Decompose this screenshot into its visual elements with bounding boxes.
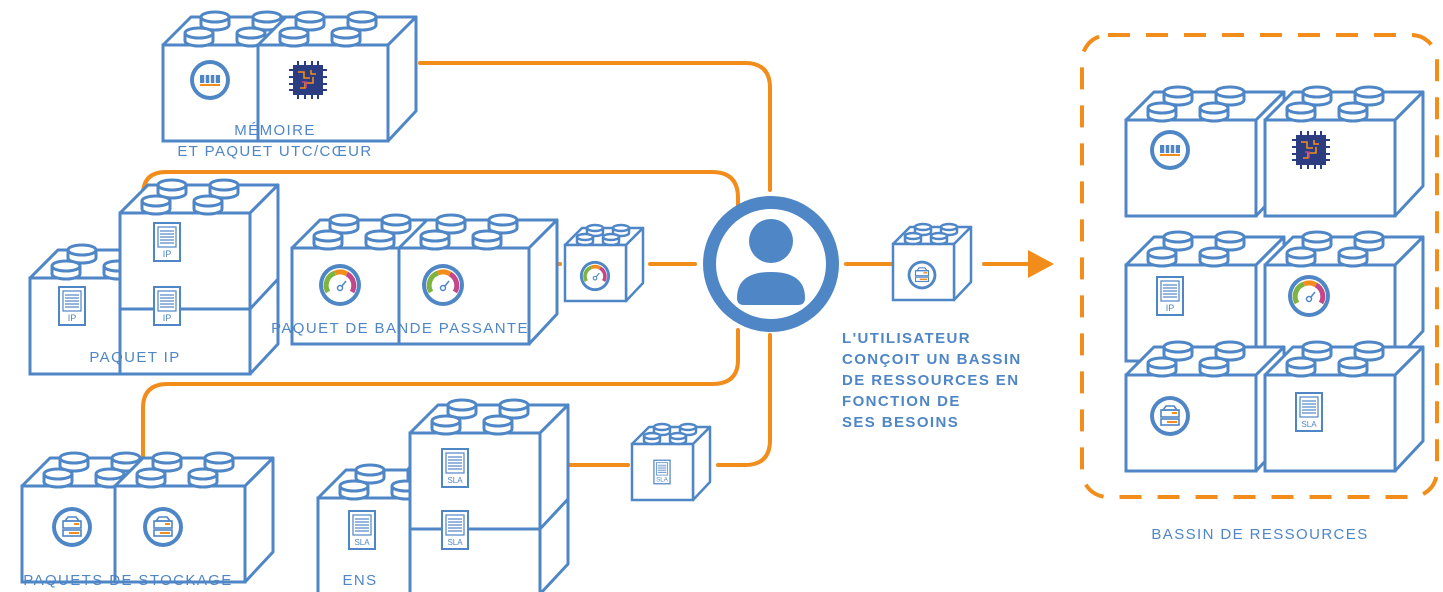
storage-icon xyxy=(51,506,93,548)
ip-doc-icon: IP xyxy=(153,286,181,326)
gauge-icon xyxy=(1288,275,1330,317)
ip-text: IP xyxy=(163,313,172,323)
svg-text:SLA: SLA xyxy=(447,538,463,547)
storage-icon xyxy=(1149,395,1191,437)
user-caption-line5: SES BESOINS xyxy=(842,414,960,431)
pool-small-brick xyxy=(891,222,973,302)
ens-label: ENS xyxy=(342,572,378,589)
memory-icon xyxy=(189,59,231,101)
user-caption-line4: FONCTION DE xyxy=(842,393,961,410)
svg-text:SLA: SLA xyxy=(1301,420,1317,429)
resource-pool-label: BASSIN DE RESSOURCES xyxy=(1151,526,1369,543)
sla-doc-icon: SLA xyxy=(441,448,469,488)
svg-text:SLA: SLA xyxy=(656,476,669,483)
ens-package: SLA SLA SLA xyxy=(316,398,570,592)
storage-packages xyxy=(20,451,275,584)
resource-pool-bricks: IP SLA xyxy=(1124,85,1425,473)
ip-package: IP IP IP xyxy=(28,178,280,376)
svg-text:IP: IP xyxy=(1166,303,1175,313)
memory-icon xyxy=(1149,129,1191,171)
gauge-icon xyxy=(578,259,612,293)
cpu-icon xyxy=(288,60,328,100)
sla-doc-icon: SLA xyxy=(1295,392,1323,432)
sla-doc-icon: SLA xyxy=(348,510,376,550)
arrow-head-icon xyxy=(1028,250,1054,278)
ip-package-label: PAQUET IP xyxy=(89,349,181,366)
cpu-icon xyxy=(1291,130,1331,170)
gauge-icon xyxy=(319,264,361,306)
user-caption-line1: L'UTILISATEUR xyxy=(842,330,971,347)
storage-icon xyxy=(906,259,938,291)
svg-text:SLA: SLA xyxy=(447,476,463,485)
ip-text: IP xyxy=(163,249,172,259)
ip-doc-icon: IP xyxy=(58,286,86,326)
ip-text: IP xyxy=(68,313,77,323)
user-avatar-icon xyxy=(703,196,839,332)
gauge-icon xyxy=(422,264,464,306)
connector-memory xyxy=(418,61,772,192)
user-caption: L'UTILISATEUR CONÇOIT UN BASSIN DE RESSO… xyxy=(842,328,1022,433)
bandwidth-small-brick xyxy=(563,223,645,303)
sla-doc-icon: SLA xyxy=(441,510,469,550)
ens-small-brick: SLA xyxy=(630,422,712,502)
memory-label-line1: MÉMOIRE xyxy=(234,122,316,139)
storage-icon xyxy=(142,506,184,548)
memory-label: MÉMOIRE ET PAQUET UTC/CŒUR xyxy=(170,120,380,162)
ip-doc-icon: IP xyxy=(153,222,181,262)
connector-storage xyxy=(141,328,740,468)
svg-text:SLA: SLA xyxy=(354,538,370,547)
storage-packages-label: PAQUETS DE STOCKAGE xyxy=(23,572,233,589)
resource-pool-frame xyxy=(1080,33,1439,499)
connector-ip xyxy=(141,170,740,214)
bandwidth-package-label: PAQUET DE BANDE PASSANTE xyxy=(271,320,529,337)
memory-label-line2: ET PAQUET UTC/CŒUR xyxy=(177,143,373,160)
user-caption-line2: CONÇOIT UN BASSIN xyxy=(842,351,1022,368)
ip-doc-icon: IP xyxy=(1156,276,1184,316)
user-caption-line3: DE RESSOURCES EN xyxy=(842,372,1020,389)
